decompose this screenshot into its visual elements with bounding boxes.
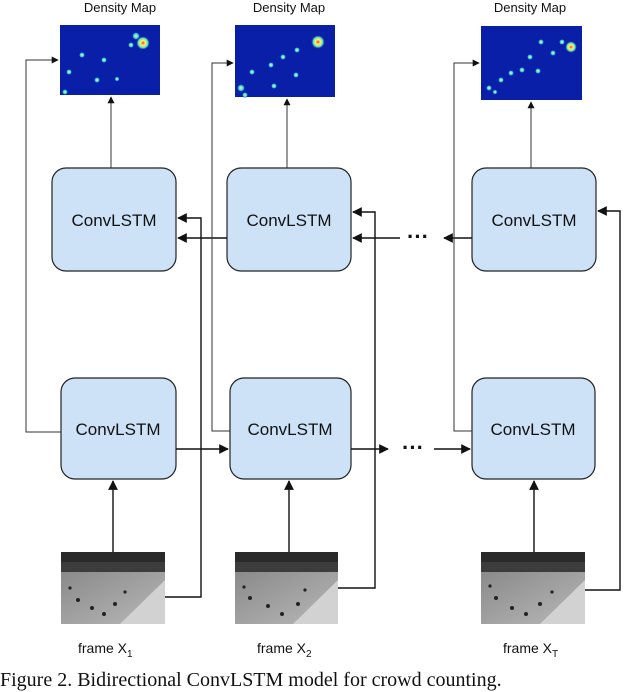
convlstm-backward-2: ConvLSTM [226,167,352,272]
convlstm-forward-1: ConvLSTM [60,377,177,480]
backward-ellipsis: ··· [407,224,429,249]
arrow-frame1-to-backward [165,213,202,598]
convlstm-label: ConvLSTM [75,420,160,439]
convlstm-label: ConvLSTM [246,211,331,230]
arrow-forward2-to-density [211,59,234,432]
forward-ellipsis: ··· [402,435,424,460]
arrow-frameT-to-backward [585,206,621,591]
arrow-forward1-to-density [25,56,61,433]
convlstm-label: ConvLSTM [71,211,156,230]
convlstm-label: ConvLSTM [490,420,575,439]
frame-image-2 [235,552,338,624]
frame-label-T: frame XT [503,640,558,660]
density-map-title-2: Density Map [253,0,325,15]
convlstm-forward-T: ConvLSTM [471,377,596,480]
convlstm-label: ConvLSTM [491,211,576,230]
convlstm-backward-T: ConvLSTM [471,167,597,272]
density-map-2 [235,25,335,98]
frame-label-2: frame X2 [257,640,312,660]
arrow-forwardT-to-density [453,59,480,432]
density-map-3 [481,26,582,100]
convlstm-backward-1: ConvLSTM [51,167,177,272]
frame-image-T [481,552,585,624]
arrow-frame2-to-backward [338,207,376,589]
density-map-title-3: Density Map [494,0,566,15]
figure-caption: Figure 2. Bidirectional ConvLSTM model f… [0,669,502,691]
convlstm-label: ConvLSTM [247,420,332,439]
convlstm-forward-2: ConvLSTM [229,377,352,480]
density-map-1 [60,25,160,95]
frame-label-1: frame X1 [78,640,133,660]
frame-image-1 [61,552,165,624]
density-map-title-1: Density Map [84,0,156,15]
